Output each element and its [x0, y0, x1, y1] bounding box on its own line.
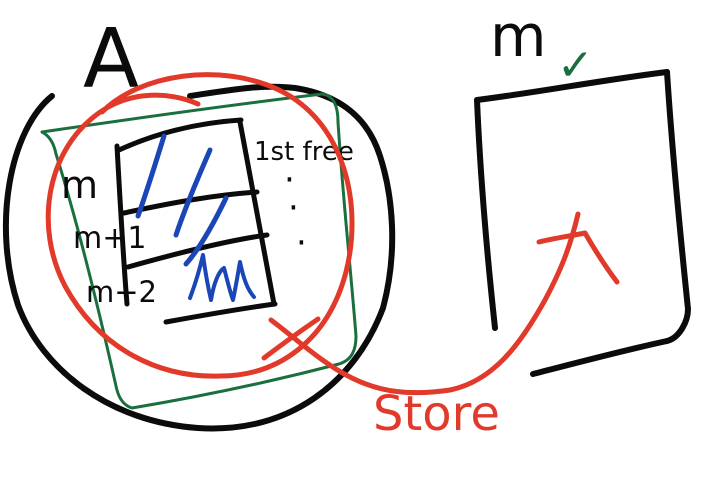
target-label-m: m: [490, 2, 547, 70]
green-check-mark: ✓: [557, 40, 594, 91]
store-action-label: Store: [373, 386, 500, 442]
red-store-arrow: [271, 214, 578, 393]
inner-green-region: [42, 94, 356, 408]
target-box-left-border: [477, 100, 495, 328]
red-target-mark: [539, 233, 617, 282]
table-bottom-border: [166, 304, 275, 322]
row-label-m-plus-2: m+2: [86, 275, 157, 309]
blue-hatch-2: [176, 150, 210, 235]
red-circle-around-table: [48, 75, 352, 376]
outer-black-blob: [6, 87, 392, 429]
target-box-top-border: [477, 72, 667, 100]
ellipsis-dot-1: ·: [284, 160, 295, 200]
target-box-right-border: [667, 72, 688, 341]
target-box-bottom-border: [533, 341, 667, 374]
row-label-m-plus-1: m+1: [73, 221, 146, 256]
ellipsis-dot-2: ·: [288, 188, 299, 228]
blue-scribble: [190, 255, 254, 300]
table-row-divider-2: [128, 235, 267, 267]
blue-hatch-1: [138, 136, 164, 216]
table-left-border: [117, 146, 127, 304]
blue-hatch-3: [186, 198, 226, 264]
table-right-border: [240, 122, 274, 304]
ellipsis-dot-3: ·: [296, 223, 307, 263]
row-label-m: m: [61, 163, 98, 207]
red-entry-mark-label: n: [540, 277, 541, 279]
table-top-border: [119, 120, 241, 150]
